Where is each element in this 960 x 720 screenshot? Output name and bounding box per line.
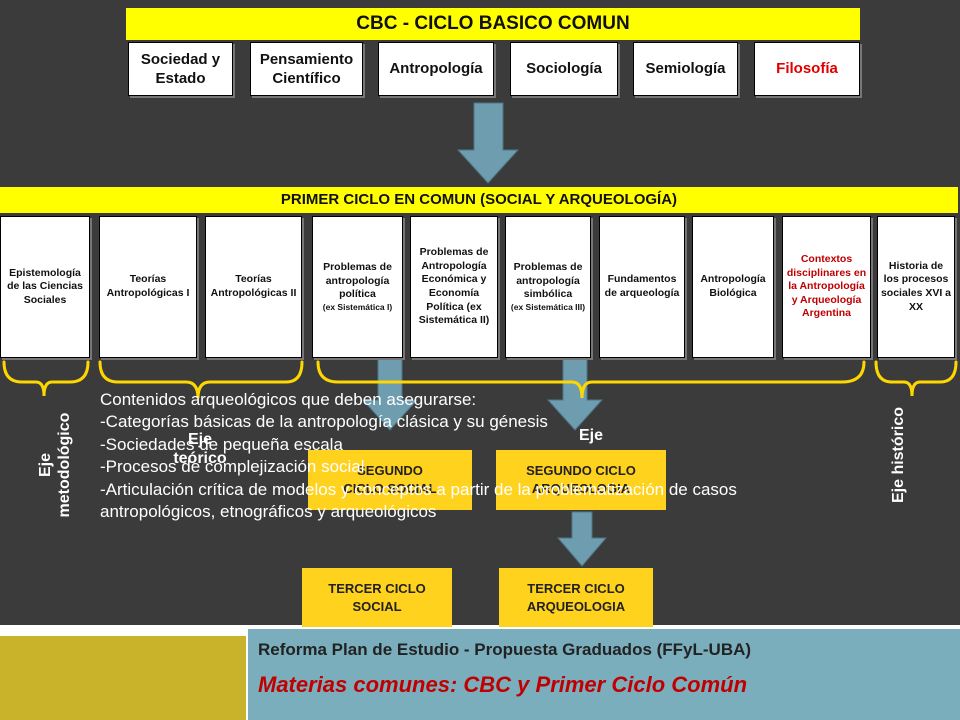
brace-historico	[874, 360, 958, 397]
subject-antropologia-economica: Problemas de Antropología Económica y Ec…	[410, 216, 498, 358]
contenidos-heading: Contenidos arqueológicos que deben asegu…	[100, 390, 477, 409]
contenidos-text: Contenidos arqueológicos que deben asegu…	[100, 389, 860, 524]
segundo-ciclo-social: SEGUNDO CICLO SOCIAL	[308, 450, 472, 510]
primer-ciclo-banner: PRIMER CICLO EN COMUN (SOCIAL Y ARQUEOLO…	[0, 187, 958, 213]
contenidos-item: -Procesos de complejización social	[100, 457, 365, 477]
subject-historia-procesos: Historia de los procesos sociales XVI a …	[877, 216, 955, 358]
footer-title: Reforma Plan de Estudio - Propuesta Grad…	[258, 640, 752, 659]
brace-metodologico	[2, 360, 90, 397]
arrow-down-tercer	[556, 511, 608, 567]
eje-middle: Eje	[576, 426, 606, 445]
arrow-down-arqueologia	[546, 357, 604, 431]
subject-fundamentos-arqueologia: Fundamentos de arqueología	[599, 216, 685, 358]
segundo-ciclo-arqueologia: SEGUNDO CICLO ARQUEOLOGIA	[496, 450, 666, 510]
subject-antropologia-politica: Problemas de antropología política (ex S…	[312, 216, 403, 358]
arrow-down-cbc	[456, 102, 520, 184]
eje-middle-label: Eje	[578, 427, 603, 444]
subject-epistemologia: Epistemología de las Ciencias Sociales	[0, 216, 90, 358]
footer-teal-block	[248, 629, 960, 720]
subject-contextos-disciplinares: Contextos disciplinares en la Antropolog…	[782, 216, 871, 358]
subject-antropologia-simbolica-note: (ex Sistemática III)	[510, 301, 586, 312]
brace-teorico	[98, 360, 304, 399]
tercer-ciclo-social: TERCER CICLO SOCIAL	[302, 568, 452, 628]
eje-historico: Eje histórico	[889, 400, 931, 510]
cbc-banner: CBC - CICLO BASICO COMUN	[126, 8, 860, 40]
contenidos-item: -Sociedades de pequeña escala	[100, 434, 343, 454]
eje-teorico: Eje teórico	[160, 430, 240, 468]
cbc-subject-antropologia: Antropología	[378, 42, 494, 96]
cbc-subject-semiologia: Semiología	[633, 42, 738, 96]
subject-antropologia-biologica: Antropología Biológica	[692, 216, 774, 358]
subject-teorias-2: Teorías Antropológicas II	[205, 216, 302, 358]
cbc-title: CBC - CICLO BASICO COMUN	[356, 13, 630, 34]
brace-middle	[316, 360, 866, 399]
eje-metodologico: Eje metodológico	[36, 400, 78, 530]
subject-antropologia-simbolica-label: Problemas de antropología simbólica	[513, 261, 583, 301]
primer-ciclo-title: PRIMER CICLO EN COMUN (SOCIAL Y ARQUEOLO…	[280, 191, 678, 208]
subject-antropologia-politica-note: (ex Sistemática I)	[322, 301, 393, 312]
cbc-subject-sociologia: Sociología	[510, 42, 618, 96]
contenidos-item: -Categorías básicas de la antropología c…	[100, 412, 548, 432]
contenidos-item: -Articulación crítica de modelos y conce…	[100, 479, 737, 499]
eje-metodologico-label: Eje metodológico	[37, 412, 74, 518]
contenidos-item: antropológicos, etnográficos y arqueológ…	[100, 502, 437, 522]
subject-antropologia-politica-label: Problemas de antropología política	[323, 261, 392, 301]
eje-teorico-label: Eje teórico	[173, 431, 227, 468]
cbc-subject-pensamiento: Pensamiento Científico	[250, 42, 363, 96]
tercer-ciclo-arqueologia: TERCER CICLO ARQUEOLOGIA	[499, 568, 653, 628]
cbc-subject-sociedad: Sociedad y Estado	[128, 42, 233, 96]
arrow-down-social	[361, 357, 419, 431]
subject-antropologia-simbolica: Problemas de antropología simbólica (ex …	[505, 216, 591, 358]
footer-subtitle: Materias comunes: CBC y Primer Ciclo Com…	[258, 672, 748, 697]
subject-teorias-1: Teorías Antropológicas I	[99, 216, 197, 358]
footer-gold-block	[0, 636, 246, 720]
eje-historico-label: Eje histórico	[890, 406, 907, 504]
cbc-subject-filosofia: Filosofía	[754, 42, 860, 96]
